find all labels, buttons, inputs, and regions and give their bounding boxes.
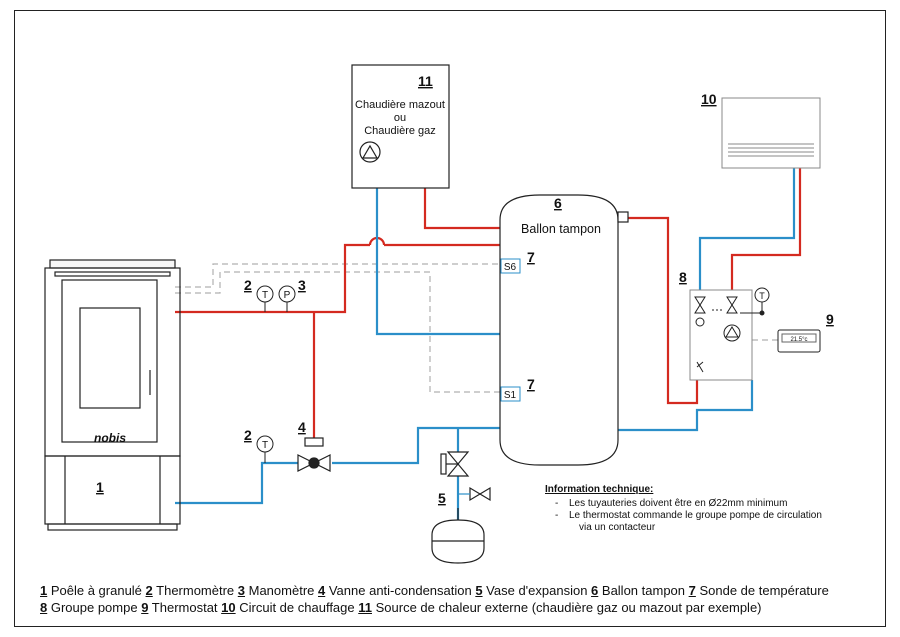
sensor-s1-label: S1	[504, 390, 517, 401]
sensor-s1-number: 7	[527, 376, 535, 392]
legend-number: 4	[318, 583, 326, 598]
legend-text: Ballon tampon	[598, 583, 689, 598]
stove-brand: nobis	[94, 431, 126, 445]
legend-text: Manomètre	[245, 583, 318, 598]
legend-text: Circuit de chauffage	[235, 600, 359, 615]
info-title: Information technique:	[545, 484, 654, 495]
pellet-stove	[44, 259, 181, 531]
legend-text: Groupe pompe	[47, 600, 142, 615]
legend-text: Poêle à granulé	[47, 583, 146, 598]
stove-number: 1	[96, 479, 104, 495]
anti-condensation-valve	[297, 437, 331, 472]
legend-line-1: 1 Poêle à granulé 2 Thermomètre 3 Manomè…	[40, 583, 829, 598]
radiator	[721, 97, 821, 169]
buffer-tank	[499, 194, 629, 466]
legend-number: 11	[358, 600, 372, 615]
legend-number: 10	[221, 600, 236, 615]
boiler-label-3: Chaudière gaz	[364, 125, 436, 137]
manometer	[278, 285, 296, 312]
boiler-label-2: ou	[394, 112, 406, 124]
legend-number: 8	[40, 600, 48, 615]
thermometer-bottom	[256, 435, 274, 463]
boiler-number: 11	[418, 73, 433, 89]
legend-number: 9	[141, 600, 149, 615]
expansion-vessel	[431, 451, 491, 564]
legend-text: Sonde de température	[695, 583, 829, 598]
signal-lines	[175, 263, 778, 393]
info-item-continuation: via un contacteur	[579, 522, 656, 533]
legend-number: 1	[40, 583, 48, 598]
thermometer-bottom-symbol: T	[262, 440, 268, 451]
thermostat-number: 9	[826, 311, 834, 327]
hot-pipes	[175, 168, 802, 438]
buffer-number: 6	[554, 195, 562, 211]
legend-text: Vase d'expansion	[482, 583, 592, 598]
thermostat-display: 21.5°c	[790, 337, 807, 343]
legend-number: 7	[688, 583, 696, 598]
legend-number: 5	[475, 583, 483, 598]
valve-number: 4	[298, 419, 306, 435]
boiler-label-1: Chaudière mazout	[355, 99, 445, 111]
expansion-vessel-number: 5	[438, 490, 446, 506]
thermometer-bottom-number: 2	[244, 427, 252, 443]
legend-number: 2	[145, 583, 153, 598]
buffer-label: Ballon tampon	[521, 222, 601, 236]
info-item: -Les tuyauteries doivent être en Ø22mm m…	[555, 498, 788, 509]
manometer-symbol: P	[284, 290, 291, 301]
legend-text: Thermomètre	[152, 583, 238, 598]
cold-pipes	[175, 168, 796, 520]
sensor-s6-label: S6	[504, 262, 517, 273]
boiler	[351, 64, 450, 189]
sensor-s6	[500, 258, 521, 274]
thermostat	[777, 329, 821, 353]
legend-text: Source de chaleur externe (chaudière gaz…	[372, 600, 762, 615]
thermometer-top-symbol: T	[262, 290, 268, 301]
legend-text: Thermostat	[148, 600, 222, 615]
thermometer-top-number: 2	[244, 277, 252, 293]
pump-group	[689, 287, 770, 381]
legend-number: 6	[591, 583, 599, 598]
radiator-number: 10	[701, 91, 717, 107]
info-item-text: Le thermostat commande le groupe pompe d…	[569, 510, 822, 521]
legend-text: Vanne anti-condensation	[325, 583, 476, 598]
drawing-frame	[14, 10, 886, 627]
technical-info: Information technique: -Les tuyauteries …	[545, 484, 822, 534]
info-item-text: Les tuyauteries doivent être en Ø22mm mi…	[569, 498, 788, 509]
thermometer-top	[256, 285, 274, 312]
legend-line-2: 8 Groupe pompe 9 Thermostat 10 Circuit d…	[40, 600, 762, 615]
pump-thermometer-symbol: T	[759, 291, 765, 301]
sensor-s1	[500, 386, 521, 402]
pump-group-number: 8	[679, 269, 687, 285]
legend-number: 3	[237, 583, 246, 598]
sensor-s6-number: 7	[527, 249, 535, 265]
manometer-number: 3	[298, 277, 306, 293]
info-item: -Le thermostat commande le groupe pompe …	[555, 510, 822, 521]
